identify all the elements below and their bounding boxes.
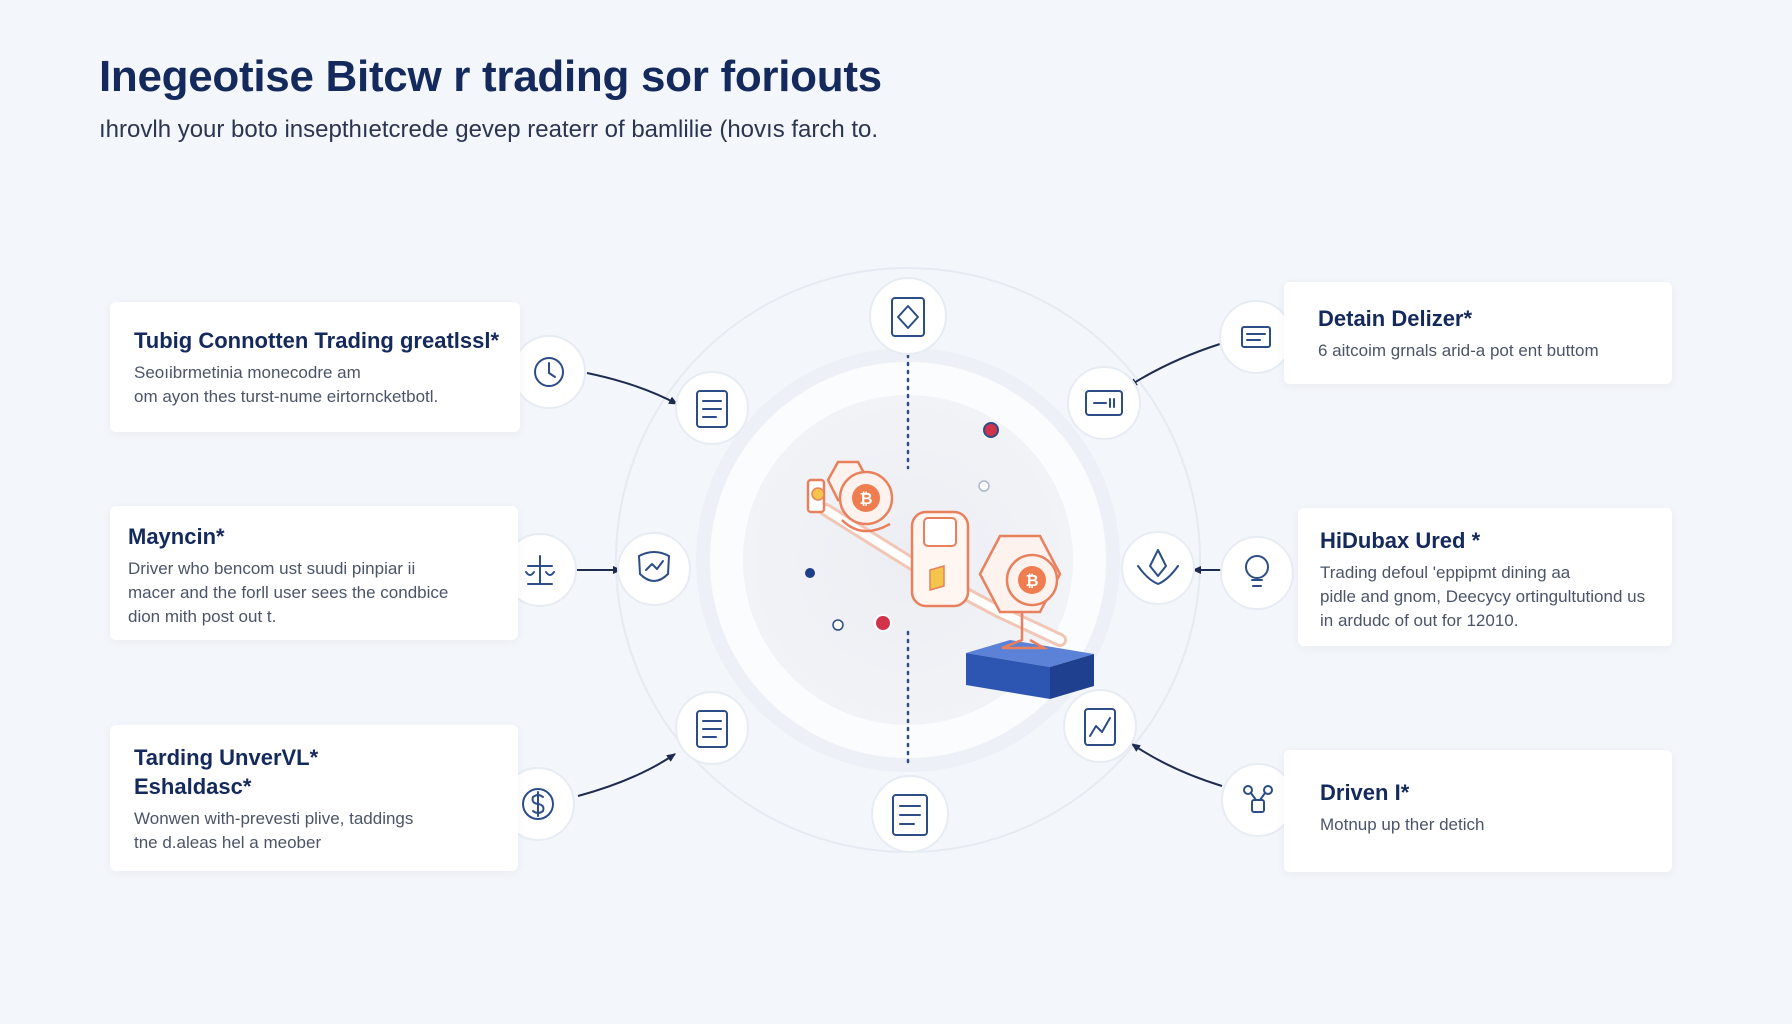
hands-network-icon [1121, 531, 1195, 605]
info-card-left-2: Mayncin* Driver who bencom ust suudi pin… [110, 506, 518, 640]
dashboard-screen-icon [1067, 366, 1141, 440]
bitcoin-trading-bots-illustration: ₿ ₿ [805, 422, 1094, 699]
diamond-document-icon [869, 277, 947, 355]
info-card-right-1: Detain Delizer* 6 aitcoim grnals arid-a … [1284, 282, 1672, 384]
svg-text:₿: ₿ [859, 489, 872, 508]
card-title: Driven I* [1320, 780, 1410, 805]
card-title: Tarding UnverVL* Eshaldasc* [134, 745, 319, 799]
lightbulb-icon [1220, 536, 1294, 610]
arrow-left-bottom [577, 753, 676, 797]
page-subtitle: ıhrovlh your boto insepthıetcrede gevep … [99, 116, 879, 143]
arrow-right-top [1128, 343, 1221, 387]
card-description: Seoıibrmetinia monecodre am om ayon thes… [134, 363, 439, 406]
floating-dot [874, 614, 892, 632]
right-bitcoin-bot: ₿ [978, 534, 1062, 650]
floating-dot [832, 619, 844, 631]
card-list-icon [1219, 300, 1293, 374]
floating-dot [983, 422, 999, 438]
arrow-right-bottom [1131, 743, 1223, 787]
document-icon [675, 691, 749, 765]
info-card-left-1: Tubig Connotten Trading greatlssl* Seoıi… [110, 302, 520, 432]
left-bitcoin-bot: ₿ [806, 460, 894, 533]
page-title: Inegeotise Bitcw r trading sor foriouts [99, 52, 882, 101]
info-card-left-3: Tarding UnverVL* Eshaldasc* Wonwen with-… [110, 725, 518, 871]
shield-chart-icon [617, 532, 691, 606]
info-card-right-2: HiDubax Ured * Trading defoul 'eppipmt d… [1298, 508, 1672, 646]
receipt-icon [871, 775, 949, 853]
card-description: Wonwen with-prevesti plive, taddings tne… [134, 809, 414, 852]
svg-text:₿: ₿ [1025, 571, 1038, 590]
card-title: HiDubax Ured * [1320, 528, 1481, 553]
middle-tower [910, 510, 970, 608]
card-title: Detain Delizer* [1318, 306, 1473, 331]
balance-scale-icon [503, 533, 577, 607]
card-title: Tubig Connotten Trading greatlssl* [134, 328, 500, 353]
chart-document-icon [1063, 689, 1137, 763]
card-description: Trading defoul 'eppipmt dining aa pidle … [1320, 563, 1646, 630]
card-title: Mayncin* [128, 524, 225, 549]
floating-dot [978, 480, 990, 492]
arrow-left-top [586, 372, 678, 405]
server-block [966, 640, 1094, 699]
card-description: 6 aitcoim grnals arid-a pot ent buttom [1318, 341, 1599, 360]
document-list-icon [675, 371, 749, 445]
info-card-right-3: Driven I* Motnup up ther detich [1284, 750, 1672, 872]
clock-icon [512, 335, 586, 409]
floating-dot [805, 568, 815, 578]
card-description: Driver who bencom ust suudi pinpiar ii m… [128, 559, 449, 626]
card-description: Motnup up ther detich [1320, 815, 1485, 834]
